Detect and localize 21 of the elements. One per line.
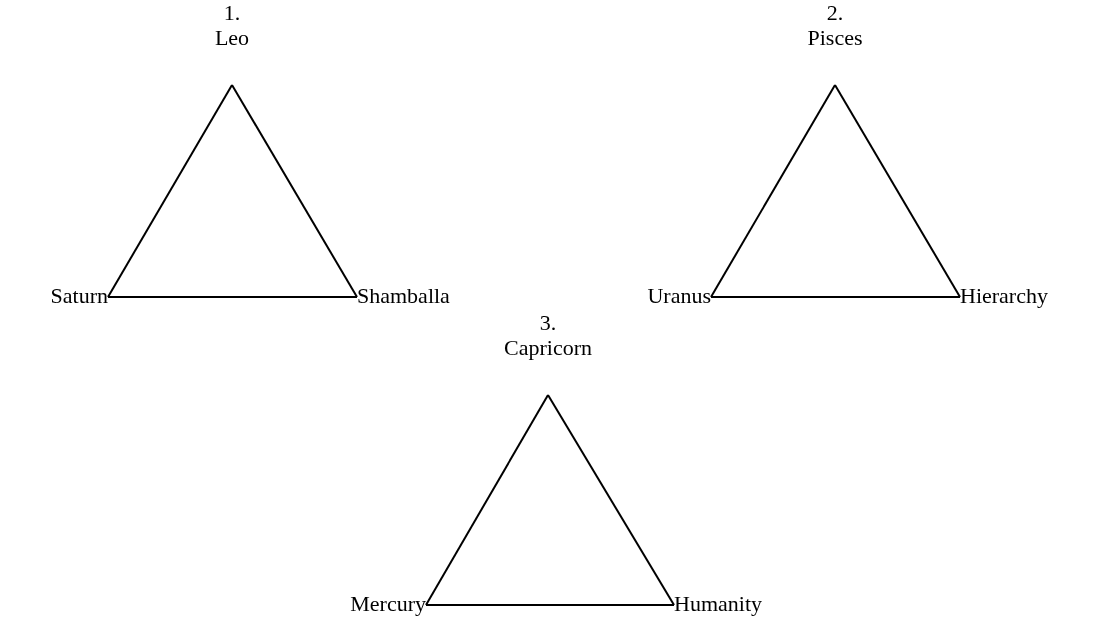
node-label: Humanity [674, 591, 763, 616]
node-label: Shamballa [357, 283, 451, 308]
triangle-side-line [710, 84, 836, 298]
node-label: Saturn [49, 283, 108, 308]
node-label: Mercury [349, 591, 426, 616]
triangle-side-line [710, 296, 961, 298]
node-label: 2. [825, 0, 845, 25]
triangle-side-line [425, 604, 675, 606]
triangle-side-line [425, 394, 549, 606]
node-label: Uranus [646, 283, 711, 308]
node-label: Hierarchy [960, 283, 1049, 308]
triangle-side-line [107, 84, 233, 298]
node-label: Pisces [806, 25, 864, 50]
node-label: 3. [538, 310, 558, 335]
triangle-side-line [834, 84, 961, 298]
triangle-side-line [231, 84, 358, 298]
node-label: 1. [222, 0, 242, 25]
triangle-side-line [107, 296, 358, 298]
node-label: Capricorn [503, 335, 593, 360]
node-label: Leo [213, 25, 251, 50]
triangle-side-line [547, 394, 675, 606]
